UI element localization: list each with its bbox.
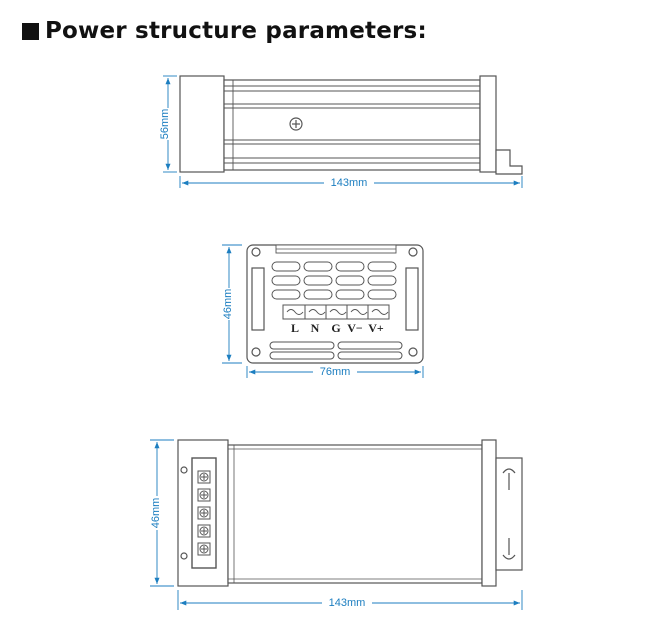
- mounting-hole-icon: [180, 552, 188, 560]
- end-view-height-dimension: 46mm: [221, 244, 242, 364]
- end-view-width-label: 76mm: [320, 366, 351, 378]
- top-view-length-dimension: 143mm: [177, 590, 523, 610]
- terminal-label: V+: [368, 321, 384, 335]
- top-view-height-label: 46mm: [150, 498, 162, 529]
- side-view-body: [223, 79, 481, 171]
- terminal-label: N: [311, 321, 320, 335]
- side-view-height-label: 56mm: [159, 109, 171, 140]
- screw-icon: [289, 117, 303, 131]
- side-view-height-dimension: 56mm: [159, 75, 177, 173]
- top-view-body: [227, 444, 483, 584]
- terminal-label: G: [331, 321, 340, 335]
- section-title-text: Power structure parameters:: [45, 18, 427, 44]
- terminal-label: V−: [347, 321, 363, 335]
- side-view-length-dimension: 143mm: [179, 176, 523, 190]
- terminal-screw-icons: [197, 470, 211, 556]
- top-view-length-label: 143mm: [329, 597, 366, 609]
- end-view-width-dimension: 76mm: [246, 365, 424, 379]
- side-view: [179, 75, 523, 175]
- terminal-labels: L N G V− V+: [291, 321, 384, 335]
- end-view-side-slot-right: [405, 267, 419, 331]
- square-bullet-icon: [22, 22, 39, 40]
- mounting-hole-icon: [408, 347, 418, 357]
- side-view-mounting-foot: [495, 149, 523, 175]
- side-view-ribs: [224, 85, 480, 164]
- end-view-vent-slots: [269, 261, 403, 360]
- terminal-block: [282, 304, 390, 320]
- top-view-end-cap-right: [481, 439, 497, 587]
- mounting-hole-icon: [251, 347, 261, 357]
- terminal-label: L: [291, 321, 299, 335]
- end-view-side-slot-left: [251, 267, 265, 331]
- side-view-length-label: 143mm: [331, 177, 368, 189]
- end-view-height-label: 46mm: [222, 289, 234, 320]
- mounting-hole-icon: [180, 466, 188, 474]
- top-view-height-dimension: 46mm: [149, 439, 174, 587]
- side-view-end-cap-right: [479, 75, 497, 173]
- side-view-end-cap-left: [179, 75, 225, 173]
- section-title: Power structure parameters:: [22, 14, 427, 48]
- end-view: [246, 244, 424, 364]
- mounting-hole-icon: [408, 247, 418, 257]
- top-view: [177, 439, 523, 587]
- mounting-hole-icon: [251, 247, 261, 257]
